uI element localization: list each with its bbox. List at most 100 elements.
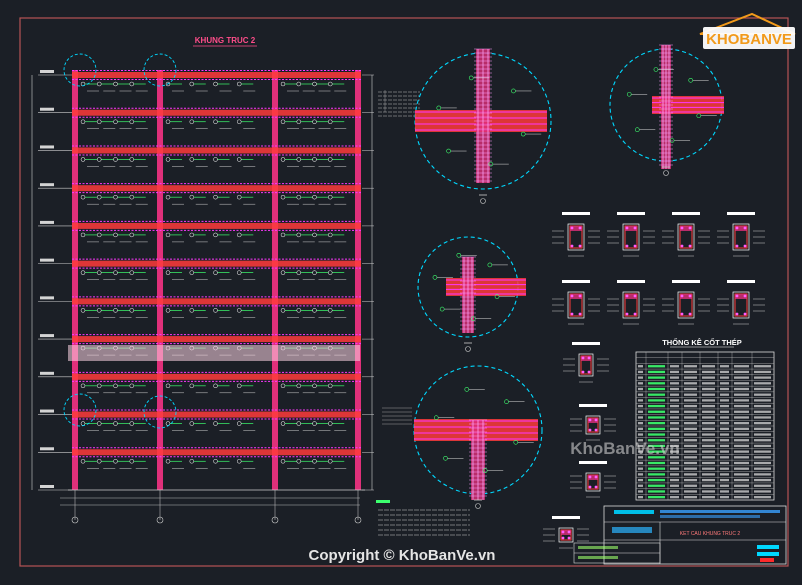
mark — [280, 383, 286, 389]
column — [157, 70, 163, 490]
table-cell — [670, 478, 679, 482]
mark — [328, 270, 333, 275]
table-cell — [684, 370, 697, 374]
mark — [237, 459, 242, 464]
detail-beam — [446, 278, 526, 296]
mark — [280, 119, 286, 124]
table-cell — [754, 433, 771, 436]
mark — [97, 232, 102, 238]
table-cell — [754, 382, 771, 385]
section-bar — [578, 226, 582, 230]
table-cell — [648, 496, 665, 499]
table-cell — [670, 461, 679, 465]
table-cell — [670, 404, 679, 408]
mark — [165, 119, 171, 124]
table-cell — [684, 433, 697, 436]
table-cell — [638, 461, 643, 465]
section-bar — [625, 312, 629, 316]
table-cell — [734, 422, 749, 425]
section-bar — [587, 370, 591, 374]
section-title — [672, 280, 700, 283]
table-cell — [734, 365, 749, 368]
table-cell — [648, 376, 665, 379]
mark — [312, 232, 317, 238]
mark — [487, 262, 493, 268]
section-title — [572, 342, 600, 345]
section-outline — [585, 415, 601, 435]
mark — [129, 232, 134, 238]
table-cell — [638, 404, 643, 408]
table-cell — [670, 410, 679, 413]
table-cell — [648, 439, 665, 442]
mark — [237, 308, 242, 313]
table-cell — [670, 376, 679, 379]
table-cell — [638, 467, 643, 470]
mark — [513, 439, 519, 445]
mark — [494, 294, 500, 299]
section-bar — [743, 294, 747, 298]
table-cell — [702, 393, 715, 396]
table-cell — [754, 370, 771, 374]
table-cell — [670, 484, 679, 487]
table-cell — [684, 444, 697, 448]
mark — [97, 421, 102, 426]
mark — [504, 399, 509, 405]
mark — [80, 194, 86, 200]
table-cell — [720, 444, 729, 448]
mark — [669, 138, 675, 143]
mark — [113, 194, 118, 200]
section-bar — [633, 226, 637, 230]
mark — [280, 270, 286, 275]
mark — [328, 232, 333, 238]
table-cell — [720, 496, 729, 499]
mark — [129, 119, 134, 124]
mark — [97, 308, 102, 313]
section-slab — [680, 226, 692, 231]
table-cell — [720, 473, 729, 476]
table-cell — [720, 427, 729, 430]
table-cell — [702, 467, 715, 470]
section-bar — [735, 226, 739, 230]
mark — [97, 157, 102, 162]
table-cell — [670, 473, 679, 476]
table-cell — [638, 473, 643, 476]
level-label — [40, 107, 54, 111]
beam — [72, 109, 361, 116]
table-cell — [670, 433, 679, 436]
section-slab — [588, 475, 598, 480]
mark — [113, 459, 118, 464]
table-cell — [638, 456, 643, 459]
mark — [312, 157, 317, 162]
mark — [165, 81, 171, 87]
table-cell — [754, 393, 771, 396]
mark — [237, 383, 242, 389]
section-bar — [625, 226, 629, 230]
mark — [237, 81, 242, 87]
mark — [296, 157, 301, 162]
table-cell — [684, 387, 697, 391]
table-cell — [702, 490, 715, 493]
joint-details — [413, 44, 724, 509]
beam — [72, 411, 361, 418]
table-cell — [702, 370, 715, 374]
table-cell — [720, 439, 729, 442]
mark — [80, 383, 86, 389]
mark — [129, 308, 134, 313]
table-cell — [684, 467, 697, 470]
table-cell — [754, 422, 771, 425]
table-cell — [684, 450, 697, 453]
table-cell — [648, 387, 665, 391]
table-cell — [754, 387, 771, 391]
mark — [129, 383, 134, 389]
section-bar — [570, 226, 574, 230]
section-bar — [680, 244, 684, 248]
section-outline — [567, 223, 585, 251]
table-cell — [702, 410, 715, 413]
section-bar — [588, 418, 592, 422]
table-cell — [754, 473, 771, 476]
table-cell — [702, 404, 715, 408]
section-bar — [735, 312, 739, 316]
mark — [468, 75, 474, 81]
table-cell — [734, 410, 749, 413]
